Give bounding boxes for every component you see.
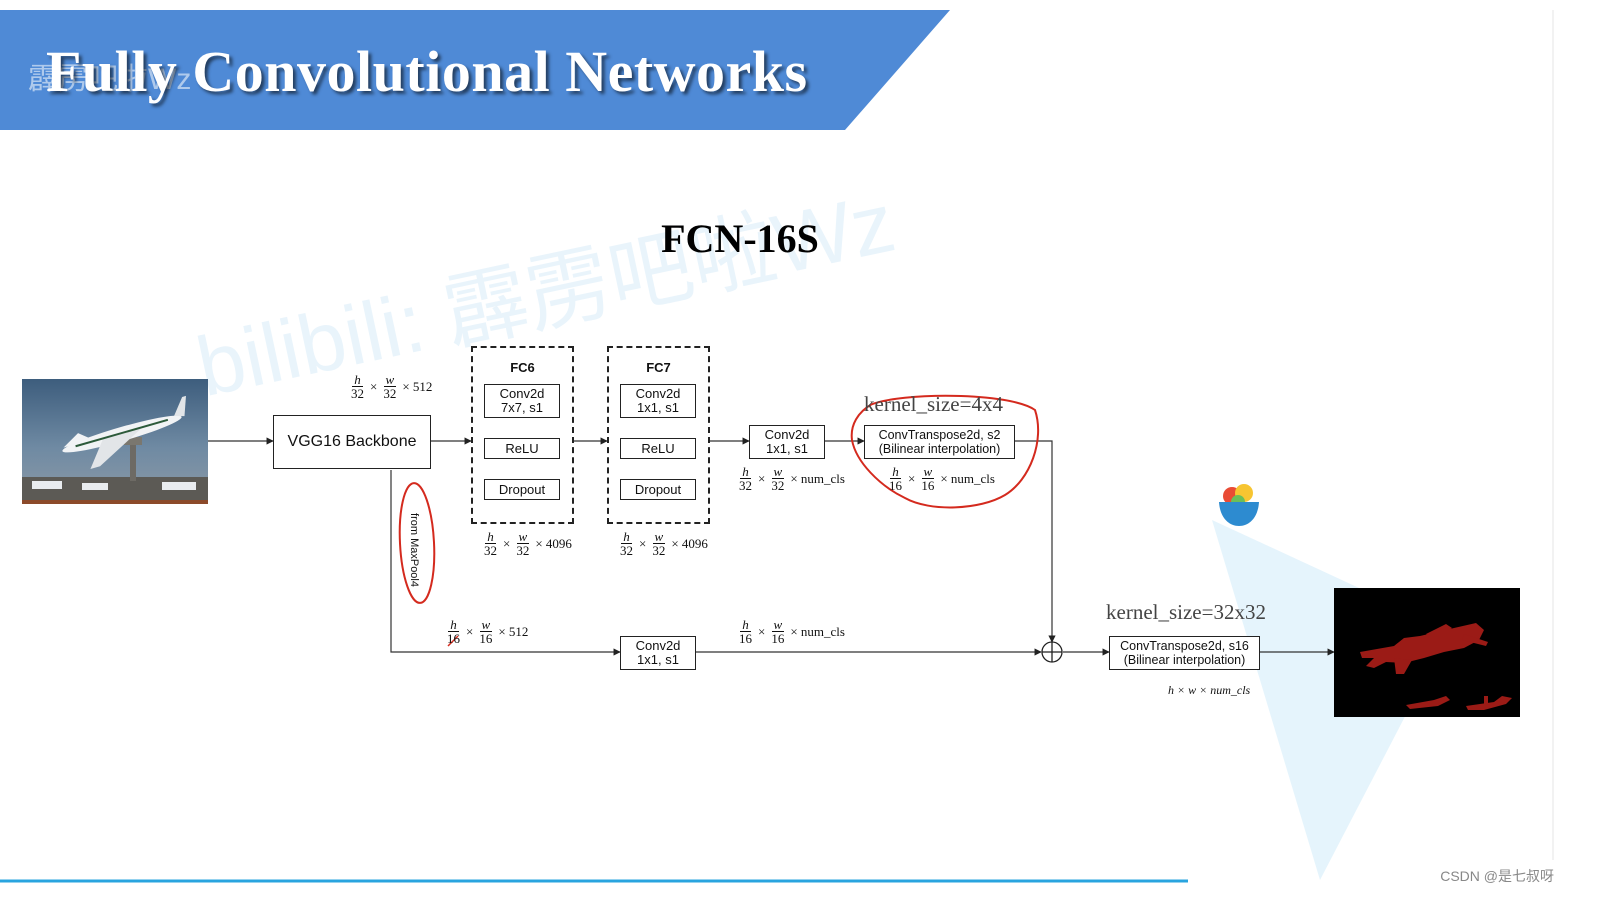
conv-top-label: Conv2d: [764, 427, 810, 442]
convtranspose-s2-note: (Bilinear interpolation): [878, 442, 1001, 456]
input-airplane-image: [22, 379, 208, 504]
convtranspose-s16-note: (Bilinear interpolation): [1123, 653, 1246, 667]
fc7-relu-label: ReLU: [641, 440, 675, 456]
title-banner: [0, 10, 950, 130]
conv-bottom-label: Conv2d: [635, 638, 681, 653]
footer-credit: CSDN @是七叔呀: [1440, 868, 1554, 884]
fc6-group: FC6: [471, 346, 574, 524]
fc6-conv-label: Conv2d: [499, 386, 545, 401]
conv-bottom-params: 1x1, s1: [637, 652, 679, 667]
fc7-group: FC7: [607, 346, 710, 524]
fc6-dropout-block: Dropout: [484, 479, 560, 500]
fc7-conv-params: 1x1, s1: [637, 400, 679, 415]
conv1x1-top-block: Conv2d 1x1, s1: [749, 425, 825, 459]
convtranspose-s16-block: ConvTranspose2d, s16 (Bilinear interpola…: [1109, 636, 1260, 670]
vgg16-backbone-block: VGG16 Backbone: [273, 415, 431, 469]
fc6-conv-params: 7x7, s1: [501, 400, 543, 415]
kernel-size-large-label: kernel_size=32x32: [1106, 600, 1266, 624]
conv1x1-bottom-block: Conv2d 1x1, s1: [620, 636, 696, 670]
red-annotation-convT: [850, 394, 1040, 509]
sum-node-icon: [1041, 641, 1063, 663]
fc6-title: FC6: [510, 360, 535, 375]
fc7-dropout-block: Dropout: [620, 479, 696, 500]
watermark-top: 霹雳吧啦Wz: [28, 63, 192, 96]
fc7-conv-label: Conv2d: [635, 386, 681, 401]
convtranspose-s16-label: ConvTranspose2d, s16: [1120, 639, 1249, 653]
slide-title: Fully Convolutional Networks: [46, 39, 808, 104]
fc7-dropout-label: Dropout: [634, 481, 682, 497]
fc6-relu-label: ReLU: [505, 440, 539, 456]
fc6-conv-block: Conv2d 7x7, s1: [484, 384, 560, 418]
output-segmentation-image: [1334, 588, 1520, 717]
red-annotation-strike: [447, 635, 459, 647]
dim-output: h × w × num_cls: [1168, 683, 1251, 697]
convtranspose-s2-block: ConvTranspose2d, s2 (Bilinear interpolat…: [864, 425, 1015, 459]
fc7-relu-block: ReLU: [620, 438, 696, 459]
vgg16-backbone-label: VGG16 Backbone: [287, 433, 417, 450]
diagram-title: FCN-16S: [661, 216, 819, 261]
fc7-conv-block: Conv2d 1x1, s1: [620, 384, 696, 418]
fc6-dropout-label: Dropout: [498, 481, 546, 497]
fc6-relu-block: ReLU: [484, 438, 560, 459]
kernel-size-small-label: kernel_size=4x4: [864, 392, 1003, 416]
fruit-bowl-icon: [1219, 484, 1259, 526]
right-edge-divider: [1552, 10, 1554, 860]
conv-top-params: 1x1, s1: [766, 441, 808, 456]
fc7-title: FC7: [646, 360, 671, 375]
skip-connection-label: from MaxPool4: [408, 513, 420, 587]
convtranspose-s2-label: ConvTranspose2d, s2: [878, 428, 1001, 442]
red-annotation-skip: [398, 482, 436, 604]
